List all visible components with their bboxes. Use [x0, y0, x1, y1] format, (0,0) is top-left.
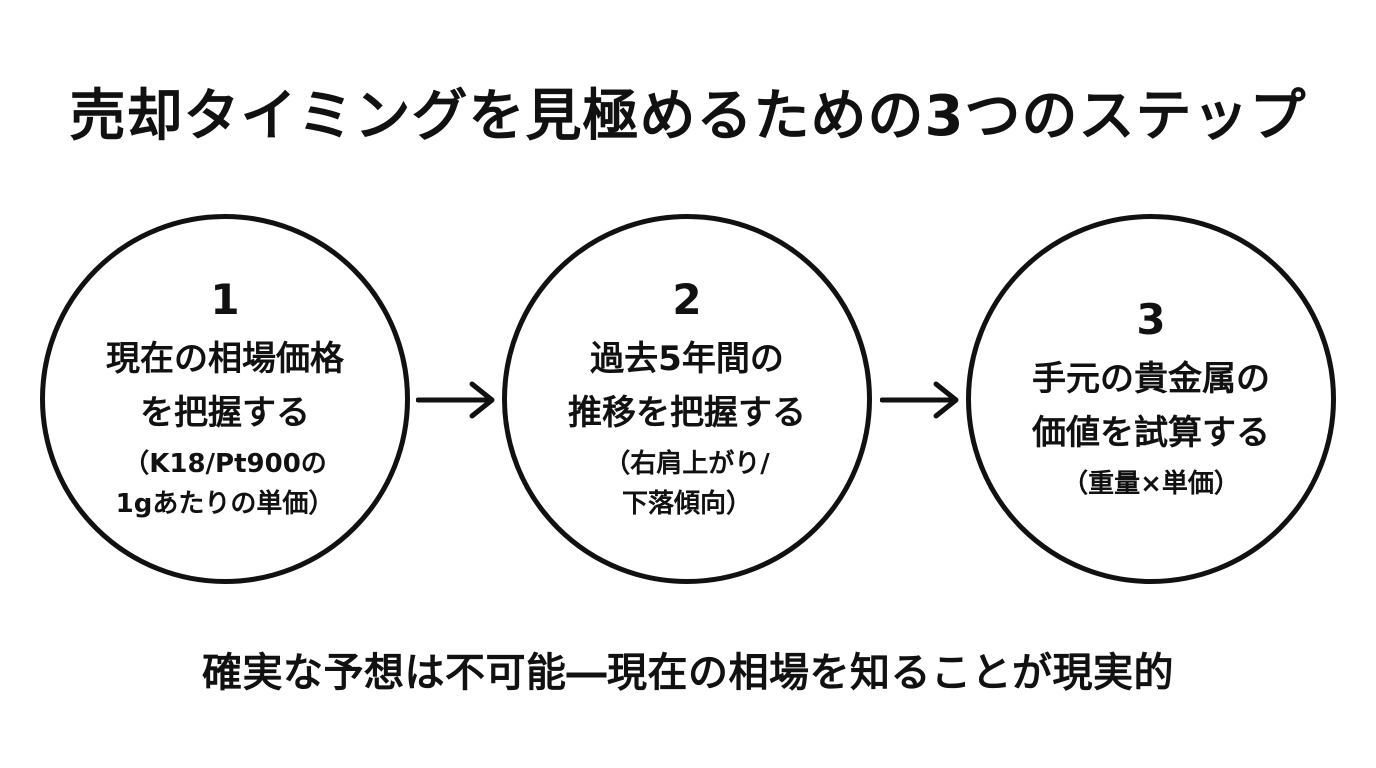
step-title: 現在の相場価格 を把握する — [75, 332, 375, 440]
footer-conclusion: 確実な予想は不可能―現在の相場を知ることが現実的 — [202, 650, 1174, 696]
step-number: 3 — [1136, 295, 1166, 344]
step-2-circle: 2 過去5年間の 推移を把握する （右肩上がり/ 下落傾向） — [502, 214, 872, 584]
step-title-line: を把握する — [140, 393, 310, 433]
step-3-circle: 3 手元の貴金属の 価値を試算する （重量×単価） — [966, 214, 1336, 584]
arrow-right-icon — [880, 381, 959, 419]
step-title: 手元の貴金属の 価値を試算する — [1001, 352, 1301, 460]
step-1-circle: 1 現在の相場価格 を把握する （K18/Pt900の 1gあたりの単価） — [40, 214, 410, 584]
step-note-line: （右肩上がり/ — [604, 449, 770, 479]
step-title: 過去5年間の 推移を把握する — [537, 332, 837, 440]
step-note: （右肩上がり/ 下落傾向） — [542, 444, 832, 524]
step-title-line: 推移を把握する — [568, 393, 806, 433]
step-note-line: 1gあたりの単価） — [115, 489, 335, 519]
step-note: （重量×単価） — [1006, 464, 1296, 504]
step-note-line: （重量×単価） — [1062, 469, 1240, 499]
step-number: 2 — [672, 275, 702, 324]
step-title-line: 手元の貴金属の — [1032, 359, 1270, 399]
arrow-right-icon — [416, 381, 495, 419]
step-number: 1 — [210, 275, 240, 324]
step-title-line: 過去5年間の — [590, 339, 784, 379]
step-title-line: 価値を試算する — [1032, 413, 1270, 453]
step-title-line: 現在の相場価格 — [106, 339, 344, 379]
step-note-line: 下落傾向） — [621, 489, 752, 519]
step-note-line: （K18/Pt900の — [123, 449, 327, 479]
page-title: 売却タイミングを見極めるための3つのステップ — [69, 84, 1307, 149]
step-note: （K18/Pt900の 1gあたりの単価） — [80, 444, 370, 524]
